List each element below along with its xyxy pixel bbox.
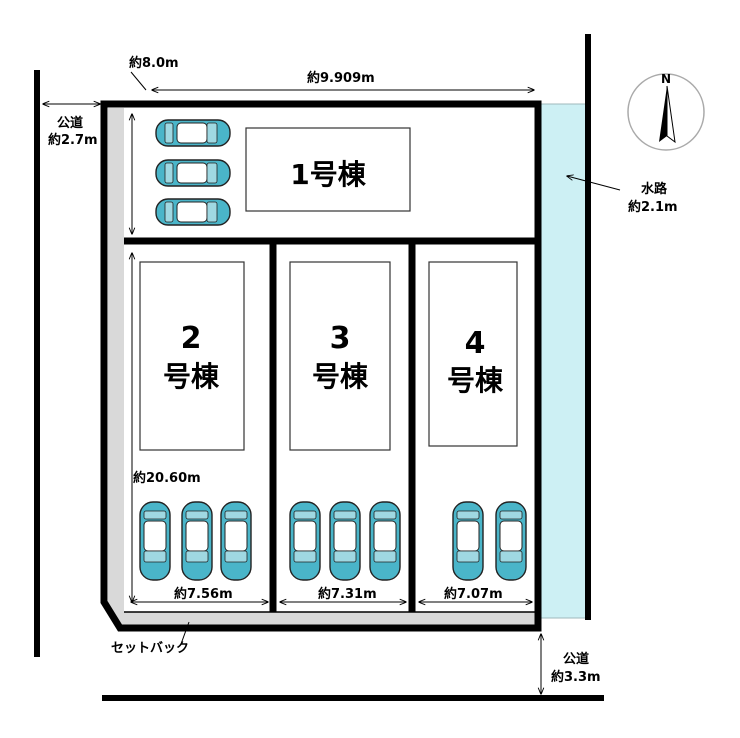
building-3-number: 3 (330, 321, 351, 356)
dimension-lot4-label: 約7.07m (444, 586, 503, 602)
dimension-lot2-label: 約7.56m (174, 586, 233, 602)
parking-car-icon (155, 119, 231, 147)
waterway-pointer-arrow (567, 176, 621, 191)
parking-car-icon (495, 501, 527, 581)
building-1-label: 1号棟 (290, 158, 366, 191)
building-2-footprint (139, 261, 245, 451)
compass-north-label: N (661, 72, 671, 86)
waterway-label: 水路 (641, 181, 668, 197)
dimension-lot1-depth-label: 約8.0m (129, 55, 179, 71)
parking-car-icon (329, 501, 361, 581)
bottom-road-width: 約3.3m (551, 669, 601, 685)
left-road-label: 公道 (57, 115, 83, 131)
parking-car-icon (452, 501, 484, 581)
building-4-label: 号棟 (447, 364, 504, 397)
parking-car-icon (139, 501, 171, 581)
compass-icon: N (627, 72, 705, 151)
parking-car-icon (181, 501, 213, 581)
building-2-number: 2 (181, 321, 202, 356)
building-4-footprint (428, 261, 518, 447)
parking-car-icon (369, 501, 401, 581)
left-road-width: 約2.7m (48, 132, 98, 148)
bottom-road-label: 公道 (563, 651, 589, 667)
building-1-footprint (245, 127, 411, 212)
setback-leader (180, 621, 190, 645)
waterway-width: 約2.1m (628, 199, 678, 215)
dimension-lot3-label: 約7.31m (318, 586, 377, 602)
building-2-label: 号棟 (163, 360, 220, 393)
parking-car-icon (220, 501, 252, 581)
building-3-label: 号棟 (312, 360, 369, 393)
site-boundary (100, 100, 542, 632)
leader-line (130, 71, 147, 91)
dimension-width-label: 約9.909m (307, 70, 375, 86)
building-4-number: 4 (465, 326, 486, 361)
setback-label: セットバック (111, 641, 189, 656)
building-3-footprint (289, 261, 391, 451)
waterway-area (539, 103, 587, 619)
dimension-total-depth-label: 約20.60m (133, 470, 201, 486)
parking-car-icon (155, 159, 231, 187)
parking-car-icon (289, 501, 321, 581)
parking-car-icon (155, 198, 231, 226)
